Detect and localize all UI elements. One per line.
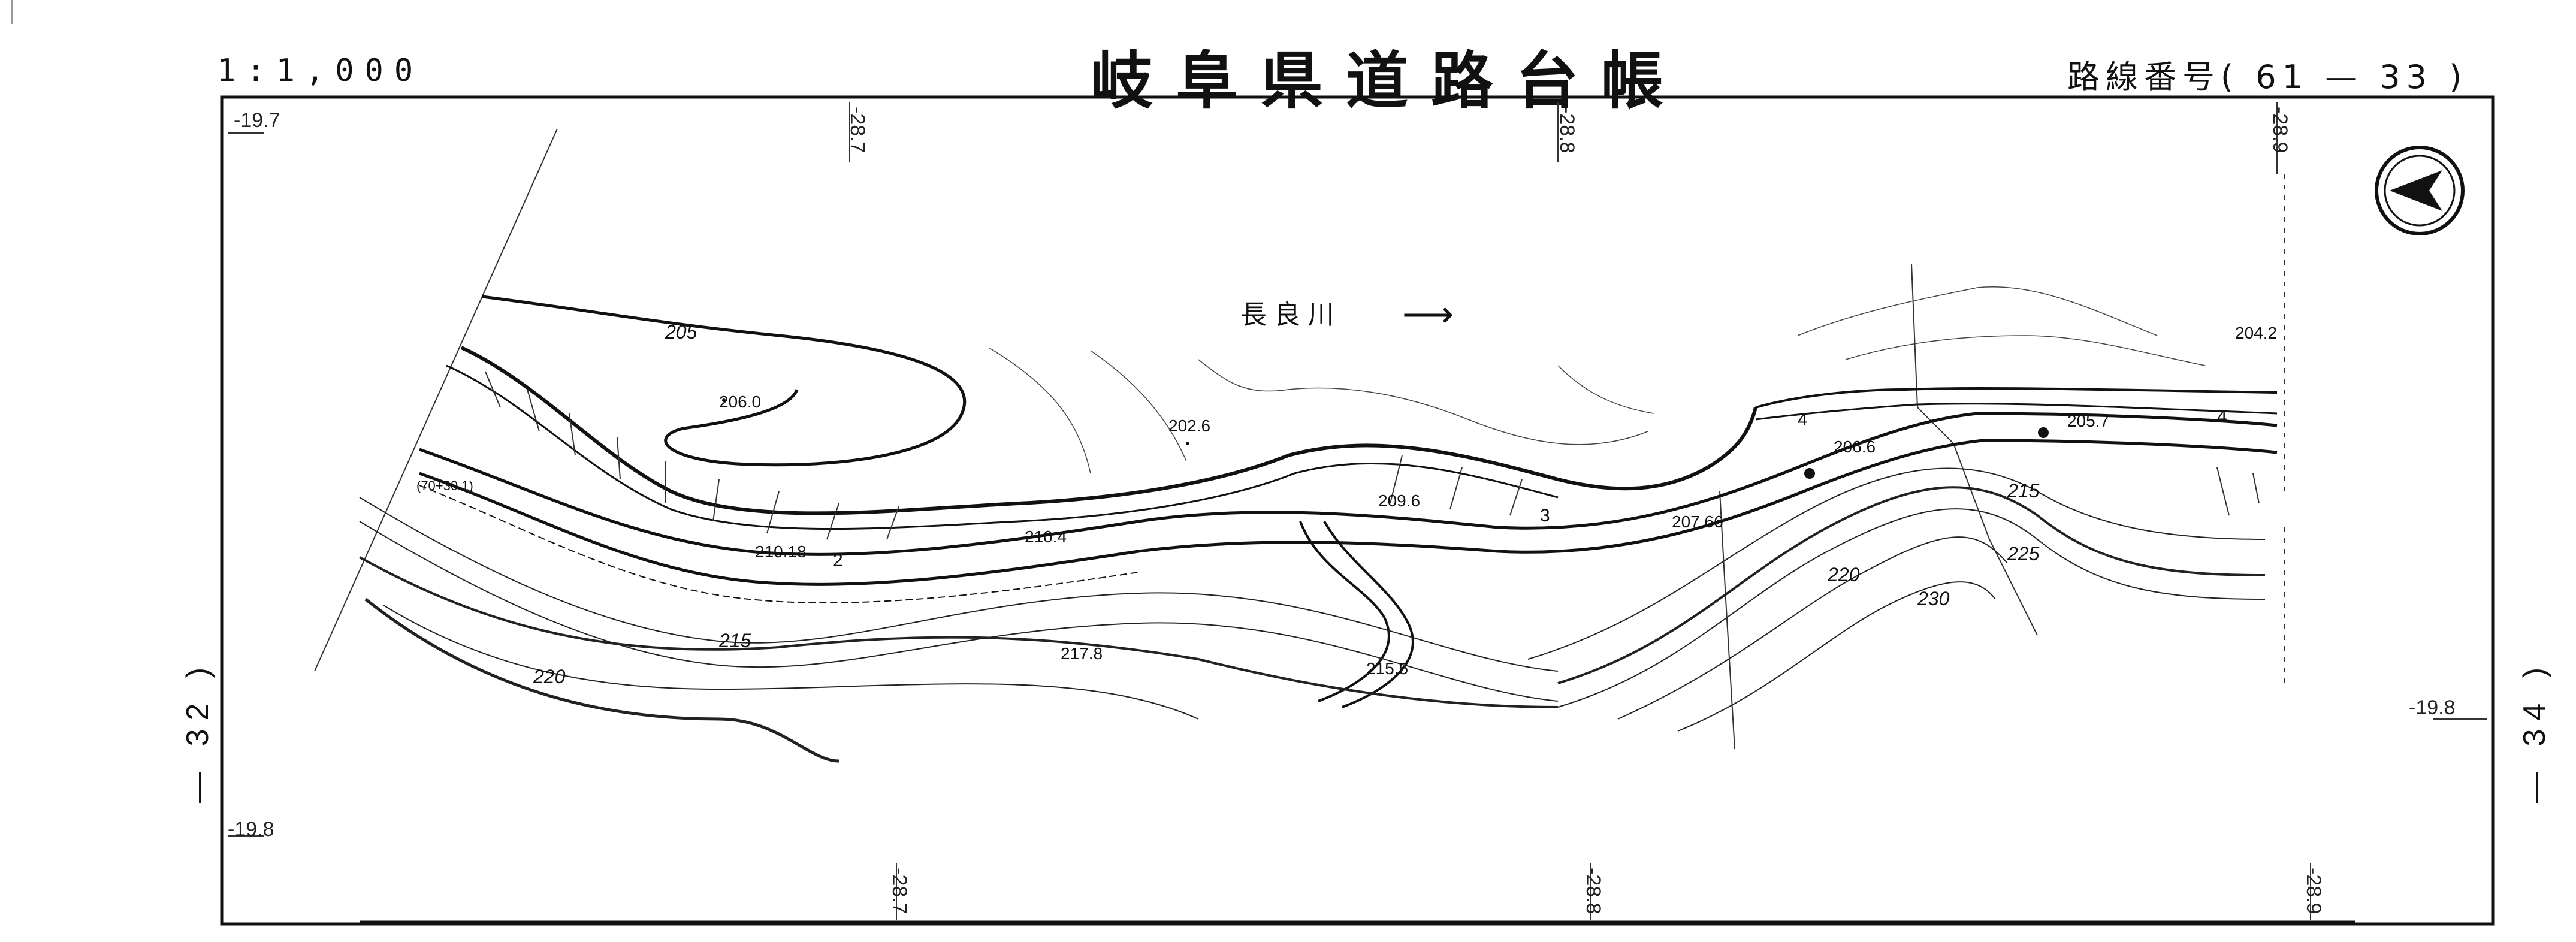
spot-height: 210.4 <box>1025 527 1067 546</box>
page-title: 岐阜県道路台帳 <box>1091 44 1687 117</box>
spot-height: 204.2 <box>2235 324 2277 342</box>
station-label: (70+30.1) <box>416 478 473 493</box>
contour-label-225: 225 <box>2007 543 2040 564</box>
contour-label-215-right: 215 <box>2007 480 2040 502</box>
spot-height: 207.66 <box>1672 512 1723 531</box>
spot-height: 217.8 <box>1061 644 1103 663</box>
hillside-contours <box>359 467 2266 763</box>
road-marker: 2 <box>833 551 843 570</box>
edge-tick <box>11 0 13 24</box>
contour-label-215: 215 <box>718 630 751 651</box>
flow-arrow: ⟶ <box>1402 294 1454 334</box>
river-banks <box>446 295 2278 530</box>
road-marker: 4 <box>1798 410 1808 430</box>
river-label: 長 良 川 ⟶ <box>1240 294 1454 334</box>
spot-height: 205.7 <box>2067 412 2109 430</box>
grid-label-y-left: -19.8 <box>228 818 274 841</box>
contour-label-205: 205 <box>665 321 697 343</box>
road-marker: 3 <box>1540 506 1550 526</box>
spot-height: 206.0 <box>719 393 761 411</box>
road-edges <box>419 412 2278 603</box>
grid-label-y-right: -19.8 <box>2409 696 2456 719</box>
spot-height: 206.6 <box>1834 437 1876 456</box>
route-number: 路線番号( 61 — 33 ) <box>2067 58 2468 96</box>
grid-label-x-top-1: -28.7 <box>846 107 869 153</box>
grid-label-x-bottom-3: -28.9 <box>2302 868 2325 914</box>
road-marker: 4 <box>2217 407 2227 427</box>
contour-label-220: 220 <box>533 666 566 687</box>
map-frame <box>220 95 2495 926</box>
spot-height: 210.18 <box>755 542 807 561</box>
spot-height: 209.6 <box>1378 491 1420 510</box>
embankment-hatch <box>485 371 2260 540</box>
grid-label-y-top: -19.7 <box>234 109 280 132</box>
contour-label-230: 230 <box>1917 588 1950 609</box>
north-arrow-icon <box>2375 146 2465 236</box>
contour-label-220-right: 220 <box>1827 564 1860 585</box>
spot-height: 202.6 <box>1168 416 1210 435</box>
grid-ticks <box>228 102 2487 920</box>
grid-label-x-bottom-2: -28.8 <box>1582 868 1605 914</box>
map-scale: 1:1,000 <box>217 53 424 89</box>
survey-points <box>722 398 2049 479</box>
spot-height: 215.5 <box>1366 659 1408 678</box>
side-road <box>1299 521 1414 708</box>
grid-label-x-top-2: -28.8 <box>1556 107 1578 153</box>
grid-label-x-bottom-1: -28.7 <box>888 868 911 914</box>
grid-label-x-top-3: -28.9 <box>2269 107 2291 153</box>
riverbed-contours <box>988 286 2206 474</box>
river-name: 長 良 川 <box>1240 300 1334 330</box>
